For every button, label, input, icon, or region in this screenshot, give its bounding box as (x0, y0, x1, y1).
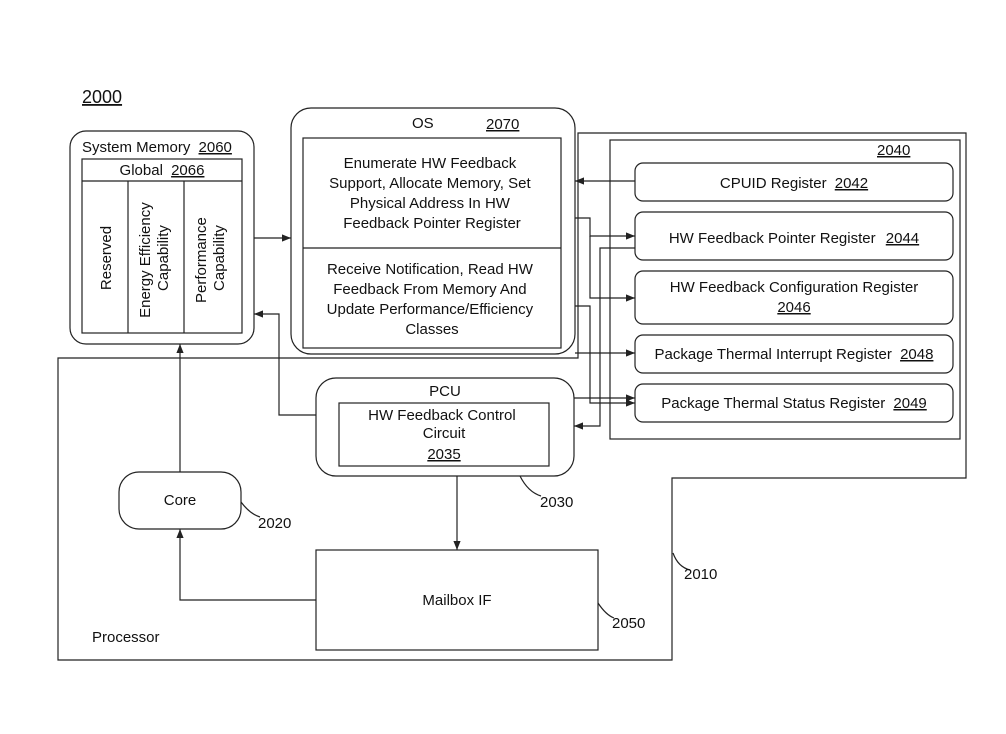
global-ref: 2066 (171, 162, 204, 179)
core-ref-leader (240, 501, 261, 518)
arrow-pcu-to-memory (254, 310, 316, 416)
processor-label: Processor (92, 629, 160, 646)
system-memory-ref: 2060 (199, 139, 232, 156)
pcu-ref: 2030 (540, 494, 573, 511)
hw-feedback-configuration-register-ref: 2046 (777, 299, 810, 316)
os-ref: 2070 (486, 116, 519, 133)
arrow-os-to-status-register (575, 305, 635, 407)
arrow-mailbox-to-core (176, 529, 316, 601)
pcu-ref-leader (519, 475, 542, 497)
arrow-os-to-config-register (589, 236, 635, 302)
column-energy-efficiency: Energy Efficiency Capability (137, 198, 172, 318)
global-label: Global (120, 162, 163, 179)
cpuid-register (634, 162, 954, 202)
hw-feedback-pointer-register-label: HW Feedback Pointer Register 2044 (669, 230, 919, 247)
mailbox-ref-leader (597, 602, 615, 619)
mailbox-label: Mailbox IF (422, 592, 491, 609)
global-table (81, 158, 243, 334)
core-ref: 2020 (258, 515, 291, 532)
column-performance: Performance Capability (193, 213, 228, 303)
arrow-os-to-pointer-register (575, 217, 635, 240)
package-thermal-interrupt-register (634, 334, 954, 374)
register-group-ref: 2040 (877, 142, 910, 159)
package-thermal-status-register-label: Package Thermal Status Register 2049 (661, 395, 927, 412)
figure-number: 2000 (82, 87, 122, 107)
os-inner-box (302, 137, 562, 349)
core-label: Core (164, 492, 197, 509)
mailbox-ref: 2050 (612, 615, 645, 632)
hw-feedback-control-circuit-ref: 2035 (427, 446, 460, 463)
pcu-title: PCU (429, 383, 461, 400)
os-enumerate-text: Enumerate HW Feedback Support, Allocate … (329, 155, 535, 232)
system-memory-title: System Memory 2060 (82, 139, 232, 156)
os-receive-text: Receive Notification, Read HW Feedback F… (327, 261, 538, 338)
hw-feedback-control-circuit (338, 402, 550, 467)
hw-feedback-control-circuit-label: HW Feedback Control Circuit (368, 407, 520, 442)
global-header: Global 2066 (120, 162, 205, 179)
arrow-pointer-register-to-pcu (574, 247, 635, 430)
system-memory-title-text: System Memory (82, 139, 191, 156)
mailbox-box (315, 549, 599, 651)
hw-feedback-configuration-register-label: HW Feedback Configuration Register (670, 279, 918, 296)
cpuid-register-label: CPUID Register 2042 (720, 175, 868, 192)
os-title: OS (412, 115, 434, 132)
processor-outline (57, 132, 967, 661)
processor-ref: 2010 (684, 566, 717, 583)
column-reserved: Reserved (98, 226, 115, 290)
package-thermal-interrupt-register-label: Package Thermal Interrupt Register 2048 (655, 346, 934, 363)
processor-ref-leader (672, 552, 691, 571)
